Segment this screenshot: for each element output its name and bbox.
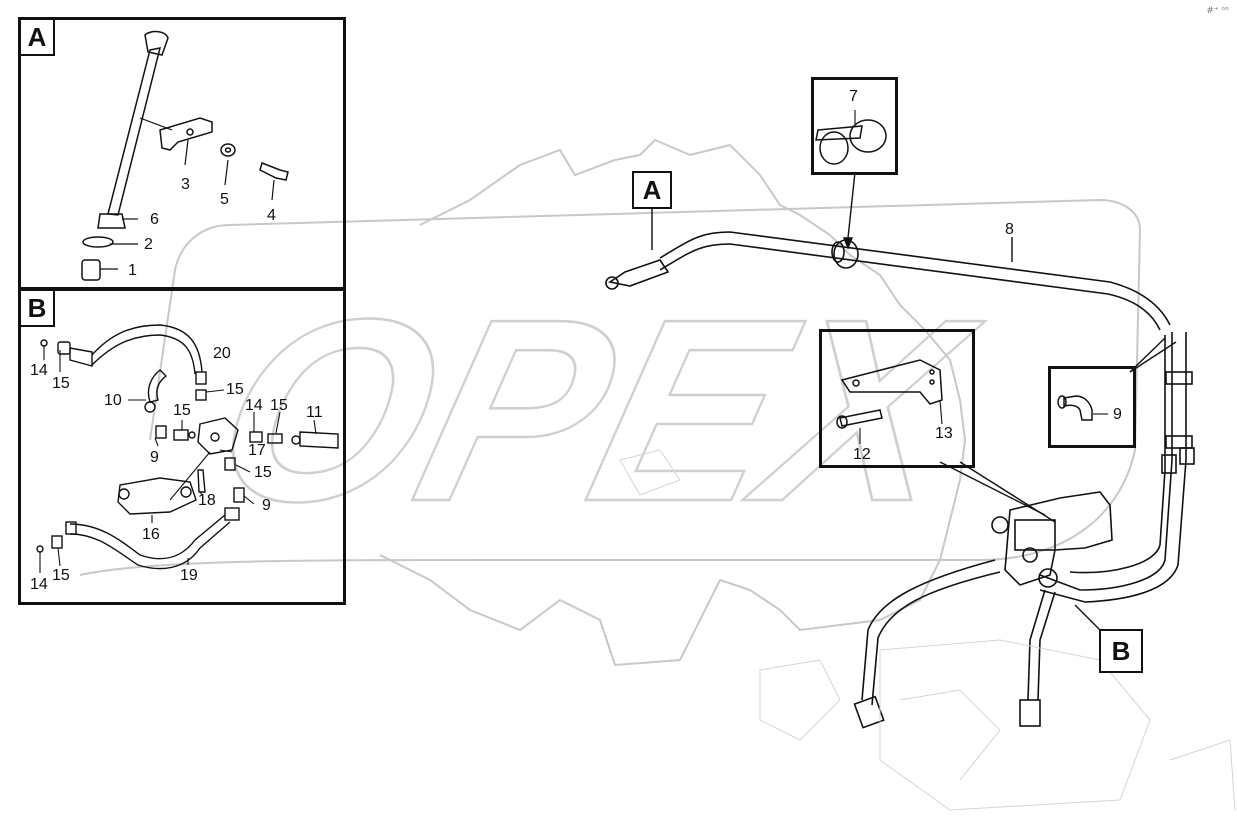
label-9: 9	[1113, 406, 1122, 423]
inset-9-drawing	[1057, 395, 1108, 421]
label-9: 9	[150, 449, 159, 466]
label-10: 10	[104, 392, 122, 409]
label-15: 15	[52, 375, 70, 392]
pipe-left-nut	[605, 276, 619, 290]
pipe-left-fitting	[607, 259, 670, 287]
main-hose-assembly	[605, 231, 1195, 729]
detail-b-badge: B	[21, 291, 55, 327]
inset-7-frame	[811, 77, 898, 175]
hose-lower-mid	[1027, 589, 1046, 701]
watermark-swoosh	[79, 198, 1142, 576]
pipe-right-down-a	[1039, 332, 1173, 591]
pipe-8-upper	[659, 231, 1171, 326]
inset-7-drawing	[815, 110, 887, 165]
label-13: 13	[935, 425, 953, 442]
detail-b-frame	[18, 288, 346, 605]
leader-lines-main	[651, 171, 1177, 631]
label-18: 18	[198, 492, 216, 509]
watermark-gear	[379, 138, 967, 667]
label-11: 11	[306, 404, 323, 421]
label-15: 15	[270, 397, 288, 414]
label-15: 15	[173, 402, 191, 419]
callout-b-badge: B	[1099, 629, 1143, 673]
label-3: 3	[181, 176, 190, 193]
label-12: 12	[853, 446, 871, 463]
watermark-text: OPEX	[192, 265, 1000, 556]
hose-lower-left	[861, 559, 996, 701]
label-15: 15	[52, 567, 70, 584]
detail-a-drawing	[81, 30, 289, 281]
label-9: 9	[262, 497, 271, 514]
pipe-right-down-c	[1069, 335, 1166, 574]
label-14: 14	[245, 397, 263, 414]
corner-mark: #⁺ ᵒᵒ	[1206, 6, 1229, 16]
background-machine	[619, 449, 1236, 811]
label-8: 8	[1005, 221, 1014, 238]
pipe-right-down-b	[1039, 332, 1187, 603]
inset-12-13-drawing	[836, 359, 943, 444]
label-7: 7	[849, 88, 858, 105]
detail-b-labels: 20 14 15 10 15 15 14 15 11 9 17 15 18 9 …	[30, 345, 323, 593]
label-15: 15	[254, 464, 272, 481]
label-1: 1	[128, 262, 137, 279]
detail-a-leaders	[100, 117, 275, 270]
label-17: 17	[248, 442, 266, 459]
label-6: 6	[150, 211, 159, 228]
valve-block	[1004, 491, 1113, 586]
label-4: 4	[267, 207, 276, 224]
detail-a-frame	[18, 17, 346, 290]
label-15: 15	[226, 381, 244, 398]
callout-a-badge: A	[632, 171, 672, 209]
detail-a-badge: A	[21, 20, 55, 56]
label-14: 14	[30, 576, 48, 593]
label-2: 2	[144, 236, 153, 253]
detail-b-leaders	[39, 345, 317, 573]
detail-a-labels: 3 5 4 6 2 1	[128, 176, 276, 279]
label-16: 16	[142, 526, 160, 543]
label-5: 5	[220, 191, 229, 208]
inset-12-13-frame	[819, 329, 975, 468]
watermark: OPEX	[79, 138, 1142, 667]
label-20: 20	[213, 345, 231, 362]
pipe-8-lower	[659, 243, 1161, 331]
labels-main: 8	[1005, 221, 1014, 238]
inset-9-frame	[1048, 366, 1136, 448]
label-19: 19	[180, 567, 198, 584]
label-14: 14	[30, 362, 48, 379]
